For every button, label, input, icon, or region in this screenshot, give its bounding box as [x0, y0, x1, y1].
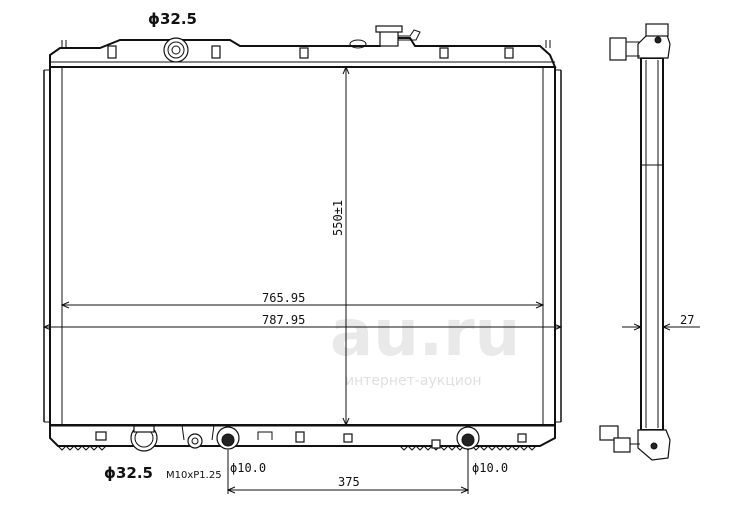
left-cooler-fitting	[216, 426, 240, 450]
drain-thread-label: M10xP1.25	[166, 470, 222, 481]
right-fitting-diameter-label: ϕ10.0	[472, 461, 508, 475]
watermark-tagline: интернет-аукцион	[345, 373, 482, 389]
top-inlet-diameter-label: ϕ32.5	[148, 10, 197, 28]
dimension-lines	[42, 65, 563, 494]
top-tank	[49, 37, 557, 68]
right-cooler-fitting	[456, 426, 480, 450]
bottom-outlet-pipe	[130, 424, 158, 452]
watermark: au.ru интернет-аукцион	[330, 297, 520, 389]
radiator-core	[43, 66, 562, 426]
filler-neck	[375, 25, 421, 47]
bottom-outlet-diameter-label: ϕ32.5	[104, 464, 153, 482]
side-bottom-tank	[599, 425, 671, 461]
fitting-spacing-label: 375	[338, 475, 360, 489]
left-fitting-diameter-label: ϕ10.0	[230, 461, 266, 475]
core-height-label: 550±1	[331, 200, 345, 236]
core-thickness-label: 27	[680, 313, 694, 327]
top-inlet-pipe	[163, 37, 189, 63]
side-top-tank	[609, 23, 671, 61]
watermark-domain: au.ru	[330, 297, 520, 371]
drain-plug	[187, 433, 203, 449]
core-width-label: 765.95	[262, 291, 305, 305]
radiator-side-view	[599, 23, 700, 461]
radiator-front-view	[43, 25, 562, 452]
overall-width-label: 787.95	[262, 313, 305, 327]
